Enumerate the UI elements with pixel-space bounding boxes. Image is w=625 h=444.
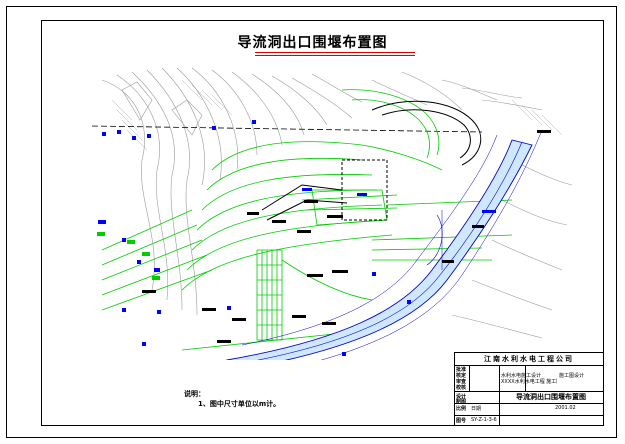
note-item: 1、图中尺寸单位以m计。 [198, 400, 281, 408]
row-label: 制图 [456, 399, 467, 405]
title-underline [255, 52, 415, 53]
title-underline-second [255, 55, 415, 56]
label-blocks [142, 130, 551, 343]
notes-heading: 说明： [184, 390, 205, 398]
drawing-border [41, 20, 604, 426]
title-block-divider [499, 365, 500, 425]
marker-symbols [98, 120, 496, 356]
site-plan-drawing [91, 67, 573, 360]
row-label: 比例 [456, 406, 467, 412]
company-name: 江南水利水电工程公司 [455, 353, 603, 366]
drawing-title: 导流洞出口围堰布置图 [237, 35, 388, 51]
design-stage: 施工图设计 [559, 373, 585, 379]
row-label: 核定 [456, 373, 467, 379]
title-block: 江南水利水电工程公司 批准 核定 审查 校核 设计 制图 比例 图号 水利水电施… [454, 352, 604, 426]
title-block-drawing-title: 导流洞出口围堰布置图 [516, 393, 586, 401]
title-block-divider [455, 391, 603, 392]
title-block-divider [455, 403, 603, 404]
drawing-notes: 说明： 1、图中尺寸单位以m计。 [178, 389, 280, 409]
row-text: XXXX水利水电工程 施工图 [501, 379, 557, 385]
drawing-date: 2001.02 [555, 405, 576, 411]
title-block-divider [469, 365, 470, 391]
title-block-divider [525, 365, 526, 391]
dashed-reference-line [91, 125, 483, 133]
row-label: 设计 [456, 394, 467, 400]
green-block-symbols [97, 232, 160, 280]
excavation-zone [101, 89, 513, 351]
row-label: 校核 [456, 385, 467, 391]
sheet-outer-border [6, 6, 617, 438]
row-label: 批准 [456, 367, 467, 373]
terrain-contours [101, 67, 573, 339]
date-label: 日期 [471, 406, 482, 412]
row-label: 图号 [456, 418, 467, 424]
title-block-divider [455, 415, 603, 416]
row-label: 审查 [456, 379, 467, 385]
river-channel [226, 129, 543, 360]
row-text: 水利水电施工设计 [501, 373, 542, 379]
drawing-number: SY-Z-1-3-6 [471, 417, 497, 423]
